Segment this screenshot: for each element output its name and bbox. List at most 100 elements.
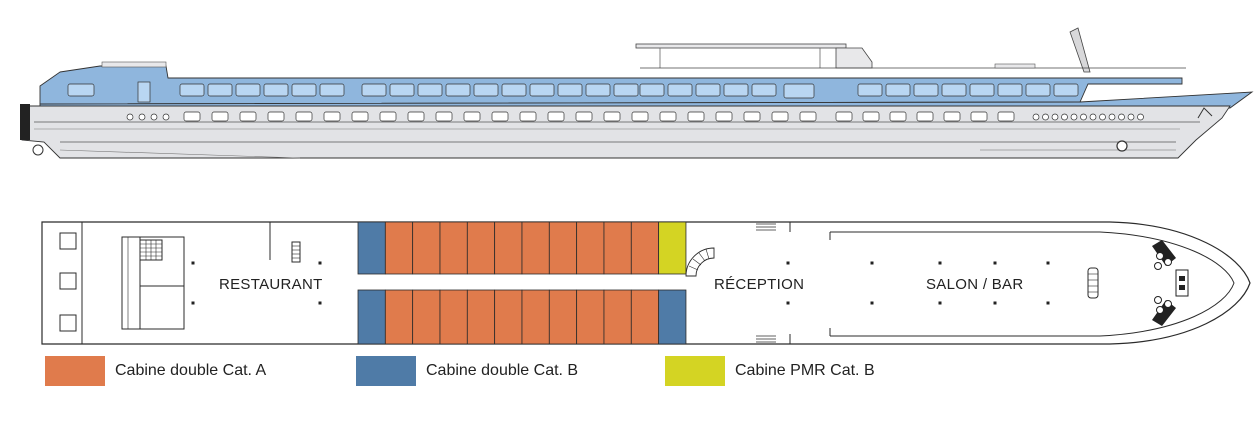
legend-swatch-cat-a bbox=[45, 356, 105, 386]
wheelhouse bbox=[835, 47, 873, 69]
window-icon bbox=[1025, 83, 1051, 97]
window-icon bbox=[323, 111, 341, 122]
window-icon bbox=[603, 111, 621, 122]
area-label-salon-bar: SALON / BAR bbox=[926, 276, 1024, 293]
cabin-cat-b bbox=[357, 289, 386, 345]
window-icon bbox=[723, 83, 749, 97]
area-label-restaurant: RESTAURANT bbox=[219, 276, 323, 293]
cabin-cat-a bbox=[630, 221, 660, 275]
window-icon bbox=[613, 83, 639, 97]
legend-label-cat-a: Cabine double Cat. A bbox=[115, 362, 267, 379]
porthole-icon bbox=[1108, 113, 1116, 121]
window-icon bbox=[501, 83, 527, 97]
column-markers bbox=[191, 261, 1050, 305]
galley bbox=[121, 236, 185, 330]
cabin-cat-b bbox=[357, 221, 386, 275]
porthole-icon bbox=[126, 113, 134, 121]
spiral-staircase bbox=[685, 247, 715, 277]
salon-outline bbox=[830, 231, 1235, 337]
window-icon bbox=[207, 83, 233, 97]
stern-black bbox=[20, 104, 30, 140]
window-icon bbox=[351, 111, 369, 122]
restaurant-stairs bbox=[291, 241, 301, 263]
bow-lounge-seating bbox=[1152, 240, 1189, 326]
window-icon bbox=[783, 83, 815, 99]
window-icon bbox=[857, 83, 883, 97]
deck-outline bbox=[41, 221, 1251, 345]
window-icon bbox=[916, 111, 934, 122]
window-icon bbox=[491, 111, 509, 122]
window-icon bbox=[997, 83, 1023, 97]
window-icon bbox=[235, 83, 261, 97]
window-icon bbox=[687, 111, 705, 122]
window-icon bbox=[463, 111, 481, 122]
window-icon bbox=[575, 111, 593, 122]
window-icon bbox=[751, 83, 777, 97]
cabin-cat-a bbox=[466, 289, 496, 345]
cabin-cat-a bbox=[466, 221, 496, 275]
cabin-cat-a bbox=[576, 289, 605, 345]
porthole-icon bbox=[1137, 113, 1144, 121]
cabin-cat-a bbox=[494, 289, 523, 345]
window-icon bbox=[407, 111, 425, 122]
window-icon bbox=[889, 111, 907, 122]
deck-plan: RESTAURANT RÉCEPTION SALON / BAR bbox=[41, 221, 1251, 345]
column-marker bbox=[191, 261, 195, 265]
window-icon bbox=[529, 83, 555, 97]
window-icon bbox=[179, 83, 205, 97]
cabin-pmr bbox=[658, 221, 687, 275]
column-marker bbox=[786, 261, 790, 265]
legend-swatch-pmr bbox=[665, 356, 725, 386]
porthole-icon bbox=[150, 113, 158, 121]
column-marker bbox=[993, 301, 997, 305]
column-marker bbox=[938, 301, 942, 305]
reception-stairs bbox=[756, 223, 776, 343]
legend-item-cat-a: Cabine double Cat. A bbox=[45, 356, 266, 386]
window-icon bbox=[295, 111, 313, 122]
column-marker bbox=[318, 261, 322, 265]
column-marker bbox=[1046, 261, 1050, 265]
cabin-cat-a bbox=[494, 221, 523, 275]
window-icon bbox=[67, 83, 95, 97]
cabin-cat-b bbox=[658, 289, 687, 345]
column-marker bbox=[318, 301, 322, 305]
column-marker bbox=[786, 301, 790, 305]
porthole-icon bbox=[1127, 113, 1135, 121]
window-icon bbox=[659, 111, 677, 122]
column-marker bbox=[1046, 301, 1050, 305]
window-icon bbox=[941, 83, 967, 97]
window-icon bbox=[743, 111, 761, 122]
cabin-cat-a bbox=[521, 289, 550, 345]
upper-deck-windows bbox=[67, 81, 1079, 103]
window-icon bbox=[970, 111, 988, 122]
legend-label-pmr: Cabine PMR Cat. B bbox=[735, 362, 875, 379]
window-icon bbox=[361, 83, 387, 97]
main-deck-windows bbox=[126, 111, 1144, 122]
column-marker bbox=[870, 261, 874, 265]
cabin-cat-a bbox=[548, 289, 578, 345]
porthole-icon bbox=[1089, 113, 1097, 121]
window-icon bbox=[239, 111, 257, 122]
window-icon bbox=[799, 111, 817, 122]
window-icon bbox=[263, 83, 289, 97]
column-marker bbox=[191, 301, 195, 305]
window-icon bbox=[547, 111, 565, 122]
door-icon bbox=[137, 81, 151, 103]
bar-counter bbox=[1087, 267, 1099, 299]
cabin-cat-a bbox=[603, 289, 632, 345]
porthole-icon bbox=[1118, 113, 1125, 121]
legend-item-cat-b: Cabine double Cat. B bbox=[356, 356, 578, 386]
cabin-cat-a bbox=[384, 289, 414, 345]
ship-side-profile bbox=[20, 27, 1254, 159]
window-icon bbox=[473, 83, 499, 97]
window-icon bbox=[267, 111, 285, 122]
window-icon bbox=[211, 111, 229, 122]
window-icon bbox=[667, 83, 693, 97]
window-icon bbox=[771, 111, 789, 122]
window-icon bbox=[519, 111, 537, 122]
cabin-cat-a bbox=[384, 221, 414, 275]
anchor-icon bbox=[1116, 140, 1128, 152]
sun-deck-canopy bbox=[635, 43, 847, 49]
window-icon bbox=[557, 83, 583, 97]
porthole-icon bbox=[1070, 113, 1078, 121]
